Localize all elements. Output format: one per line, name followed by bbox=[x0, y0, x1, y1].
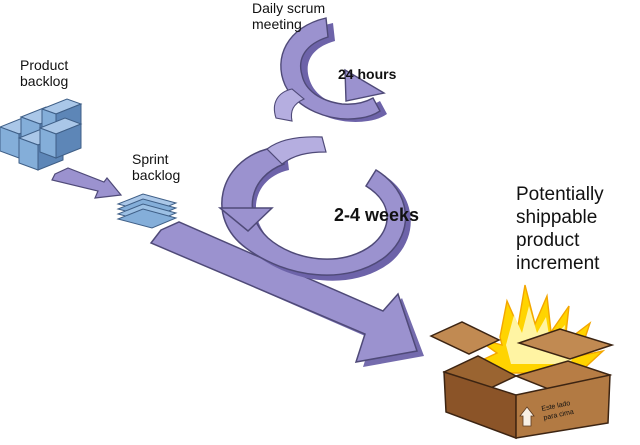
backlog-connector-arrow bbox=[51, 167, 123, 199]
product-backlog-label-line-1: Product bbox=[20, 57, 68, 73]
backlog-connector-arrow-shape bbox=[51, 167, 123, 199]
increment-label-line-1: Potentially bbox=[516, 184, 604, 205]
product-backlog-label-line-2: backlog bbox=[20, 73, 68, 89]
increment-label-line-3: product bbox=[516, 230, 580, 251]
product-backlog-block-5-side bbox=[55, 123, 82, 159]
sprint-loop-upper-fold bbox=[266, 136, 327, 165]
weeks-label: 2-4 weeks bbox=[334, 205, 419, 225]
box-upright-icon bbox=[519, 406, 535, 427]
daily-loop-return-band bbox=[273, 88, 306, 122]
daily-scrum-label-line-1: Daily scrum bbox=[252, 0, 325, 16]
daily-loop-arrow bbox=[273, 17, 387, 122]
sprint-loop-arrow bbox=[217, 136, 411, 281]
sprint-backlog-stack bbox=[116, 193, 178, 229]
sprint-backlog-label-line-2: backlog bbox=[132, 167, 180, 183]
sprint-backlog-sheet-4 bbox=[116, 208, 178, 229]
sprint-loop-arrowhead bbox=[217, 207, 274, 233]
upright-arrow-icon bbox=[519, 406, 535, 427]
sprint-loop-arrow-body bbox=[221, 148, 407, 276]
daily-scrum-label-line-2: meeting bbox=[252, 16, 302, 32]
daily-loop-arrowhead bbox=[344, 68, 386, 102]
box-left-flap bbox=[429, 321, 501, 355]
product-backlog-illustration bbox=[0, 98, 83, 171]
hours-label: 24 hours bbox=[338, 66, 397, 82]
main-flow-arrow-body bbox=[149, 221, 418, 363]
product-box bbox=[429, 321, 615, 440]
increment-label-line-4: increment bbox=[516, 253, 600, 274]
main-flow-arrow bbox=[149, 221, 424, 367]
increment-burst bbox=[475, 284, 606, 374]
sprint-backlog-label-line-1: Sprint bbox=[132, 151, 169, 167]
increment-label-line-2: shippable bbox=[516, 207, 597, 228]
box-right-flap bbox=[516, 328, 615, 360]
daily-loop-arrow-body bbox=[280, 17, 381, 120]
